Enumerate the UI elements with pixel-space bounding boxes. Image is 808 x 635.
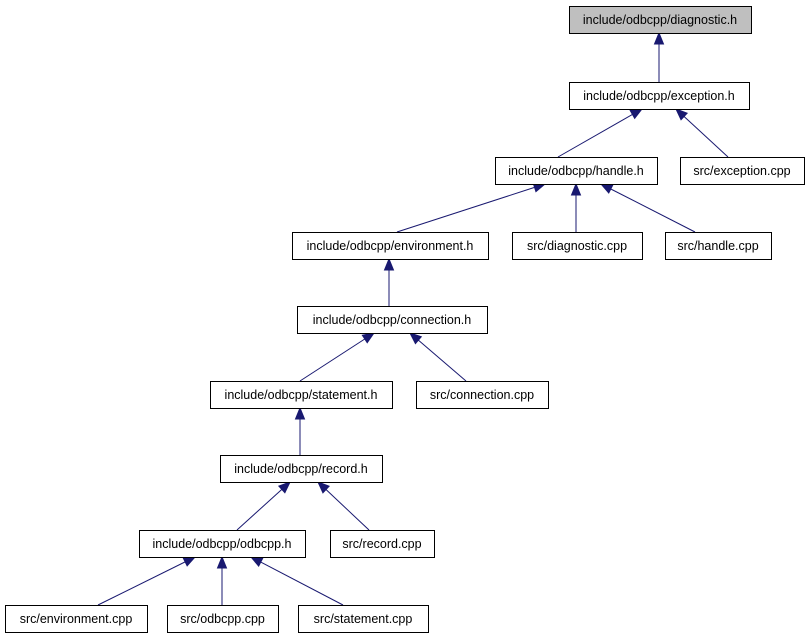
node-label: src/environment.cpp bbox=[20, 612, 133, 626]
node-box bbox=[292, 232, 489, 260]
arrowhead-icon bbox=[653, 31, 665, 45]
node-label: include/odbcpp/connection.h bbox=[313, 313, 472, 327]
edge-environment_cpp-to-odbcpp_h bbox=[97, 556, 197, 606]
arrowhead-icon bbox=[182, 556, 197, 567]
edge-handle_cpp-to-handle_h bbox=[599, 183, 696, 233]
arrowhead-icon bbox=[277, 481, 291, 494]
node-record-h[interactable]: include/odbcpp/record.h bbox=[220, 455, 383, 483]
node-label: src/connection.cpp bbox=[430, 388, 534, 402]
edge-line bbox=[557, 114, 633, 158]
edge-odbcpp_h-to-record_h bbox=[236, 481, 291, 531]
edge-statement_cpp-to-odbcpp_h bbox=[249, 556, 344, 606]
node-box bbox=[210, 381, 393, 409]
node-label: src/record.cpp bbox=[342, 537, 421, 551]
node-exception-cpp[interactable]: src/exception.cpp bbox=[680, 157, 805, 185]
nodes-layer: include/odbcpp/diagnostic.h include/odbcp… bbox=[5, 6, 805, 633]
arrowhead-icon bbox=[216, 555, 228, 569]
node-box bbox=[298, 605, 429, 633]
node-box bbox=[416, 381, 549, 409]
edge-line bbox=[325, 489, 370, 531]
node-box bbox=[680, 157, 805, 185]
node-odbcpp-cpp[interactable]: src/odbcpp.cpp bbox=[167, 605, 279, 633]
node-handle-h[interactable]: include/odbcpp/handle.h bbox=[495, 157, 658, 185]
arrowhead-icon bbox=[361, 332, 376, 344]
node-record-cpp[interactable]: src/record.cpp bbox=[330, 530, 435, 558]
node-box bbox=[330, 530, 435, 558]
edge-line bbox=[396, 186, 535, 233]
edge-line bbox=[418, 339, 467, 382]
node-environment-cpp[interactable]: src/environment.cpp bbox=[5, 605, 148, 633]
arrowhead-icon bbox=[249, 556, 264, 567]
edge-record_cpp-to-record_h bbox=[317, 481, 370, 531]
edge-line bbox=[236, 489, 283, 531]
node-box bbox=[297, 306, 488, 334]
edge-line bbox=[260, 561, 344, 606]
edges-layer bbox=[97, 31, 729, 606]
node-label: src/exception.cpp bbox=[693, 164, 790, 178]
arrowhead-icon bbox=[383, 257, 395, 271]
node-connection-h[interactable]: include/odbcpp/connection.h bbox=[297, 306, 488, 334]
node-label: include/odbcpp/exception.h bbox=[583, 89, 735, 103]
arrowhead-icon bbox=[317, 481, 330, 494]
arrowhead-icon bbox=[408, 332, 423, 345]
node-label: src/statement.cpp bbox=[314, 612, 413, 626]
node-label: include/odbcpp/handle.h bbox=[508, 164, 644, 178]
node-box bbox=[495, 157, 658, 185]
edge-odbcpp_cpp-to-odbcpp_h bbox=[216, 555, 228, 605]
node-label: include/odbcpp/record.h bbox=[234, 462, 367, 476]
edge-connection_h-to-environment_h bbox=[383, 257, 395, 306]
arrowhead-icon bbox=[675, 108, 689, 121]
node-statement-cpp[interactable]: src/statement.cpp bbox=[298, 605, 429, 633]
node-box bbox=[569, 6, 752, 34]
edge-connection_cpp-to-connection_h bbox=[408, 332, 467, 382]
node-box bbox=[220, 455, 383, 483]
node-statement-h[interactable]: include/odbcpp/statement.h bbox=[210, 381, 393, 409]
node-exception-h[interactable]: include/odbcpp/exception.h bbox=[569, 82, 750, 110]
node-box bbox=[167, 605, 279, 633]
edge-line bbox=[299, 338, 366, 382]
node-label: include/odbcpp/environment.h bbox=[307, 239, 474, 253]
edge-statement_h-to-connection_h bbox=[299, 332, 376, 382]
edge-exception_h-to-diagnostic_h bbox=[653, 31, 665, 82]
node-label: include/odbcpp/odbcpp.h bbox=[152, 537, 291, 551]
edge-line bbox=[97, 561, 186, 606]
node-odbcpp-h[interactable]: include/odbcpp/odbcpp.h bbox=[139, 530, 306, 558]
node-box bbox=[569, 82, 750, 110]
edge-line bbox=[683, 116, 729, 158]
node-label: include/odbcpp/statement.h bbox=[225, 388, 378, 402]
arrowhead-icon bbox=[294, 406, 306, 420]
node-label: src/odbcpp.cpp bbox=[180, 612, 265, 626]
edge-handle_h-to-exception_h bbox=[557, 108, 644, 158]
arrowhead-icon bbox=[570, 182, 582, 196]
node-diagnostic-h[interactable]: include/odbcpp/diagnostic.h bbox=[569, 6, 752, 34]
node-box bbox=[139, 530, 306, 558]
node-box bbox=[665, 232, 772, 260]
edge-environment_h-to-handle_h bbox=[396, 182, 547, 233]
edge-line bbox=[610, 188, 696, 233]
node-connection-cpp[interactable]: src/connection.cpp bbox=[416, 381, 549, 409]
edge-record_h-to-statement_h bbox=[294, 406, 306, 455]
edge-diagnostic_cpp-to-handle_h bbox=[570, 182, 582, 232]
node-label: include/odbcpp/diagnostic.h bbox=[583, 13, 737, 27]
node-diagnostic-cpp[interactable]: src/diagnostic.cpp bbox=[512, 232, 643, 260]
arrowhead-icon bbox=[629, 108, 644, 120]
node-box bbox=[5, 605, 148, 633]
node-environment-h[interactable]: include/odbcpp/environment.h bbox=[292, 232, 489, 260]
edge-exception_cpp-to-exception_h bbox=[675, 108, 729, 158]
arrowhead-icon bbox=[599, 183, 614, 194]
node-label: src/diagnostic.cpp bbox=[527, 239, 627, 253]
node-label: src/handle.cpp bbox=[677, 239, 758, 253]
node-box bbox=[512, 232, 643, 260]
node-handle-cpp[interactable]: src/handle.cpp bbox=[665, 232, 772, 260]
